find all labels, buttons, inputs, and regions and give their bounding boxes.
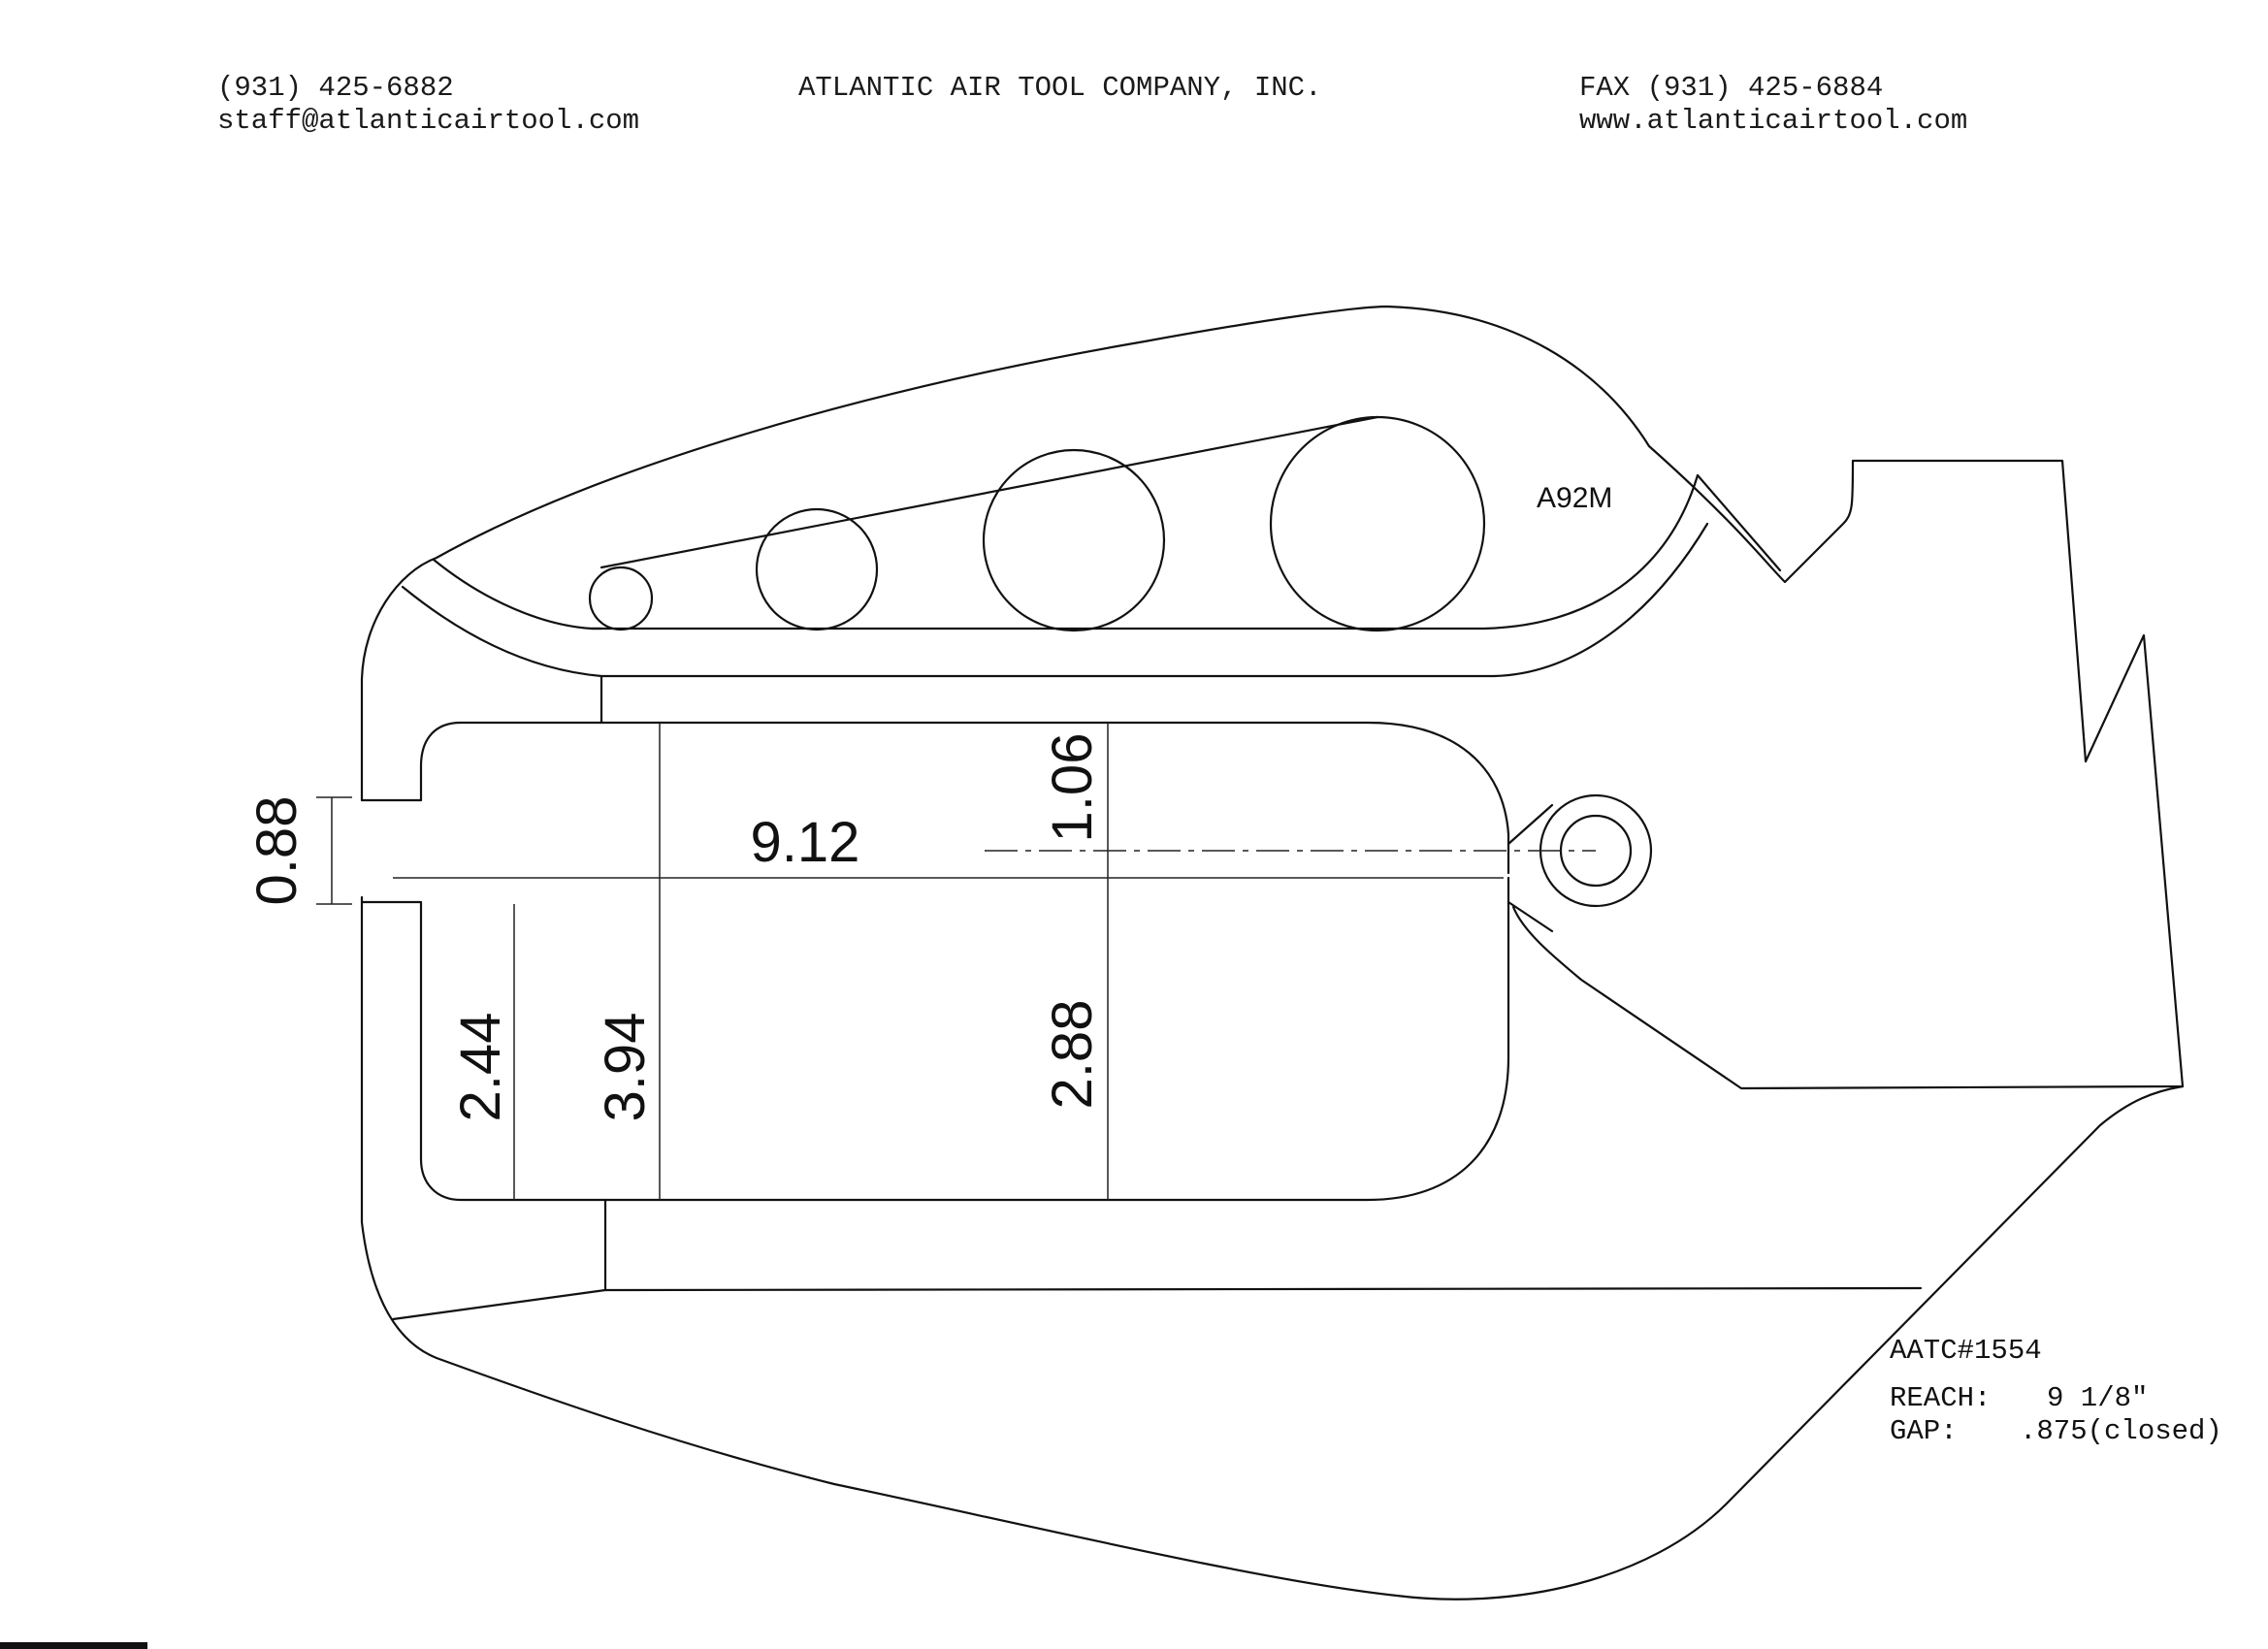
hole-2: [755, 507, 879, 631]
dim-reach: 9.12: [751, 811, 860, 874]
email-address: staff@atlanticairtool.com: [217, 105, 640, 137]
gap-value: .875(closed): [2020, 1415, 2222, 1447]
cylinder-holes: [588, 415, 1486, 632]
dim-left-depth: 2.44: [449, 1013, 512, 1122]
dimension-labels: 0.88 9.12 1.06 2.44 3.94 2.88 A92M: [245, 482, 1612, 1121]
part-number: AATC#1554: [1890, 1335, 2042, 1367]
gap-label: GAP:: [1890, 1415, 1958, 1447]
reach-label: REACH:: [1890, 1382, 1991, 1414]
reach-value: 9 1/8": [2047, 1382, 2148, 1414]
dim-upper-depth: 1.06: [1041, 733, 1104, 843]
hole-4: [1269, 415, 1486, 632]
dimension-lines: [316, 723, 1596, 1200]
phone-number: (931) 425-6882: [217, 72, 454, 104]
company-name: ATLANTIC AIR TOOL COMPANY, INC.: [798, 72, 1322, 104]
hole-3: [982, 448, 1166, 632]
scale-bar: [0, 1642, 147, 1649]
hole-1: [588, 566, 654, 631]
model-label: A92M: [1537, 482, 1612, 514]
website-address: www.atlanticairtool.com: [1579, 105, 1968, 137]
tool-outline: [360, 305, 2185, 1600]
dim-gap: 0.88: [245, 796, 308, 906]
fax-number: FAX (931) 425-6884: [1579, 72, 1884, 104]
dim-throat-depth: 3.94: [594, 1013, 657, 1122]
spec-block: AATC#1554 REACH: 9 1/8" GAP: .875(closed…: [1890, 1335, 2222, 1447]
dim-lower-depth: 2.88: [1041, 1000, 1104, 1110]
